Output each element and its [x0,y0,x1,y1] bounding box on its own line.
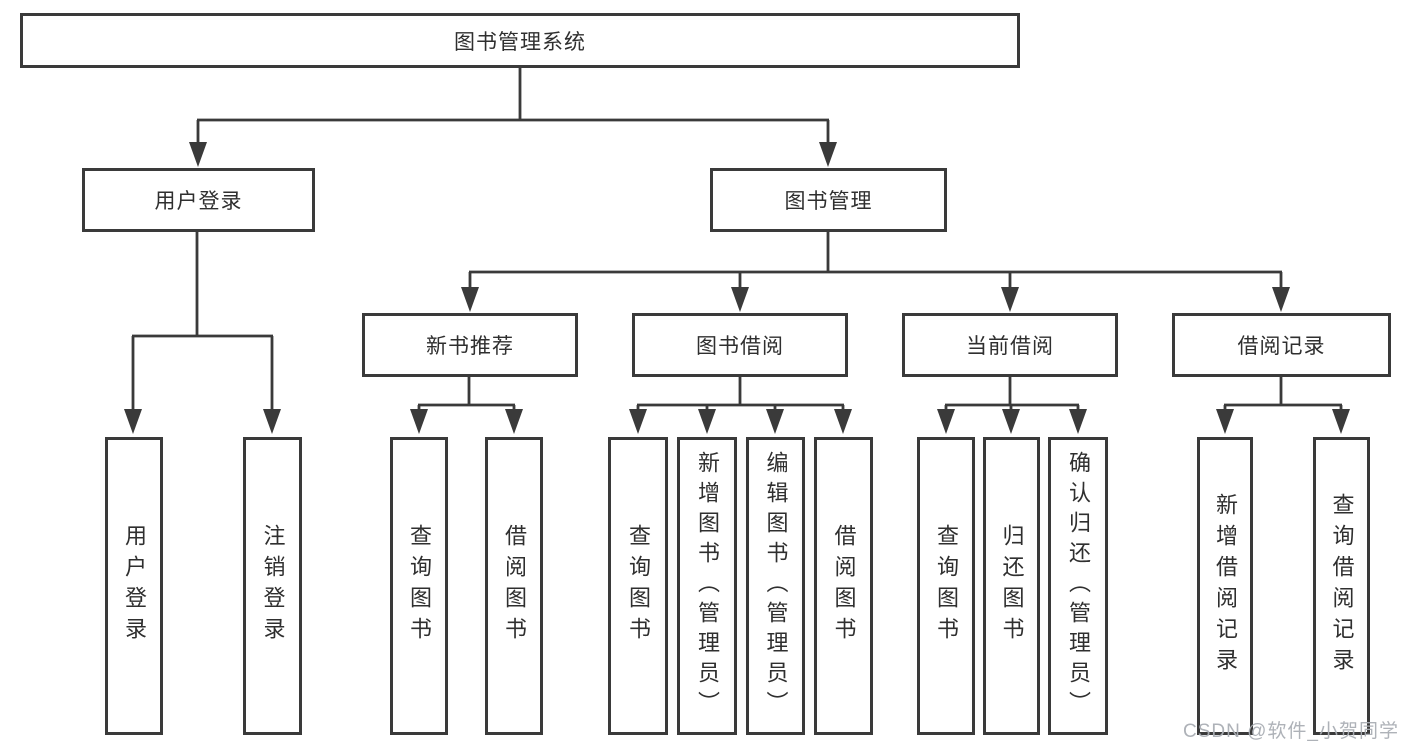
node-borrow-records: 借阅记录 [1172,313,1391,377]
leaf-query-books-current: 查询图书 [917,437,975,735]
leaf-query-books-borrow: 查询图书 [608,437,668,735]
leaf-query-borrow-record: 查询借阅记录 [1313,437,1370,735]
connector-current-borrow-branch [937,377,1087,434]
connector-root-branch [189,68,837,167]
node-new-book-recommend: 新书推荐 [362,313,578,377]
leaf-query-books-new-book: 查询图书 [390,437,448,735]
leaf-edit-book-admin: 编辑图书（管理员） [746,437,805,735]
connector-new-book-branch [410,377,523,434]
connector-user-login-branch [124,232,281,434]
node-root: 图书管理系统 [20,13,1020,68]
leaf-return-book: 归还图书 [983,437,1040,735]
leaf-logout: 注销登录 [243,437,302,735]
leaf-add-book-admin: 新增图书（管理员） [677,437,737,735]
connector-borrow-records-branch [1216,377,1350,434]
leaf-add-borrow-record: 新增借阅记录 [1197,437,1253,735]
leaf-user-login: 用户登录 [105,437,163,735]
node-current-borrow: 当前借阅 [902,313,1118,377]
connector-book-borrow-branch [629,377,852,434]
leaf-borrow-books-new-book: 借阅图书 [485,437,543,735]
node-user-login: 用户登录 [82,168,315,232]
connector-book-management-branch [461,232,1290,312]
leaf-confirm-return-admin: 确认归还（管理员） [1048,437,1108,735]
node-book-borrow: 图书借阅 [632,313,848,377]
node-book-management: 图书管理 [710,168,947,232]
leaf-borrow-books-borrow: 借阅图书 [814,437,873,735]
watermark-text: CSDN @软件_小贺同学 [1183,721,1399,742]
